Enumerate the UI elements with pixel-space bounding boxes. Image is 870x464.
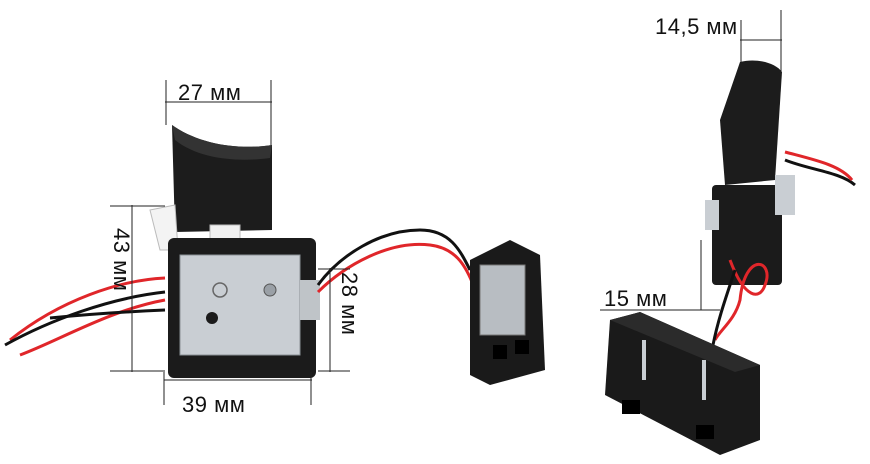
- red-wire-mid: [316, 242, 474, 294]
- dimension-label-thickness-top: 14,5 мм: [655, 14, 738, 39]
- side-black-wire: [784, 158, 856, 187]
- side-slot-1: [622, 400, 640, 414]
- connector-slot-1: [493, 345, 507, 359]
- dimension-label-height-left: 43 мм: [109, 228, 134, 292]
- connector-pin-2: [702, 360, 706, 400]
- side-red-wire-2: [713, 259, 769, 341]
- side-terminal-left: [705, 200, 719, 230]
- side-housing: [712, 185, 782, 285]
- connector-contact: [479, 264, 526, 336]
- side-black-wire-2: [711, 269, 737, 346]
- metal-plate: [179, 254, 301, 356]
- plate-hole: [206, 312, 218, 324]
- dimension-label-height-right: 28 мм: [337, 272, 362, 336]
- dimension-label-thickness-bottom: 15 мм: [604, 286, 668, 311]
- red-wire-left: [9, 276, 166, 342]
- black-wire-left-2: [49, 308, 166, 320]
- side-connector-top: [610, 312, 760, 372]
- black-wire-mid: [316, 228, 472, 286]
- side-terminal-top: [775, 175, 795, 215]
- side-slot-2: [696, 425, 714, 439]
- red-wire-left-2: [19, 298, 166, 357]
- connector-pin-1: [642, 340, 646, 380]
- plate-screw: [263, 283, 277, 297]
- black-wire-left: [4, 290, 166, 347]
- connector-slot-2: [515, 340, 529, 354]
- dimension-label-width-bottom: 39 мм: [182, 392, 246, 417]
- plate-logo: [212, 282, 228, 298]
- dimension-label-width-top: 27 мм: [178, 80, 242, 105]
- side-red-wire: [784, 150, 854, 181]
- side-terminal: [300, 280, 320, 320]
- trigger-top-highlight: [172, 125, 272, 160]
- side-trigger: [720, 60, 782, 185]
